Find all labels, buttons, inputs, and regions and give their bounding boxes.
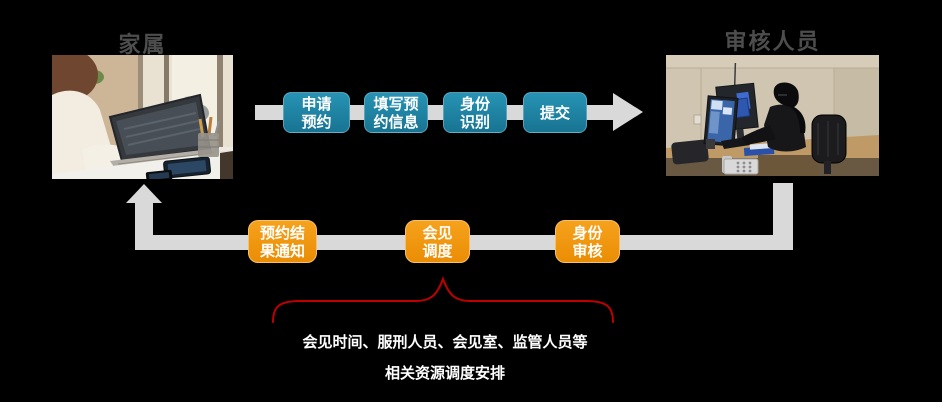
office-chair (811, 114, 847, 174)
smartphone (145, 169, 173, 179)
wall-outlet (693, 114, 702, 125)
annotation-line-2: 相关资源调度安排 (384, 364, 505, 382)
step-meeting-scheduling: 会见 调度 (405, 220, 470, 263)
books (220, 151, 233, 179)
reviewer-photo-illustration (666, 55, 879, 176)
telephone (722, 156, 759, 175)
family-actor-label: 家属 (118, 33, 167, 58)
keyboard (721, 137, 750, 149)
pencil-cup (198, 116, 220, 157)
reviewer-actor-label: 审核人员 (724, 30, 821, 55)
curly-brace-icon (272, 276, 614, 323)
step-apply-appointment: 申请 预约 (283, 92, 350, 133)
family-photo-illustration (52, 55, 233, 179)
step-appointment-result-notice: 预约结 果通知 (248, 220, 317, 263)
step-fill-appointment-info: 填写预 约信息 (364, 92, 428, 133)
front-monitor (703, 95, 739, 147)
return-arrow-up-segment (135, 202, 153, 250)
scheduling-annotation: 会见时间、服刑人员、会见室、监管人员等 相关资源调度安排 (250, 331, 640, 383)
laptop (108, 93, 220, 173)
reviewer-person (742, 82, 806, 152)
left-chair (671, 139, 709, 165)
desk-papers (743, 143, 775, 157)
step-identity-recognition: 身份 识别 (443, 92, 507, 133)
annotation-line-1: 会见时间、服刑人员、会见室、监管人员等 (302, 333, 588, 351)
step-identity-review: 身份 审核 (555, 220, 620, 263)
family-photo (52, 55, 233, 179)
reviewer-photo (666, 55, 879, 176)
pen-cup (706, 139, 715, 149)
desk-cabinet (758, 155, 818, 176)
tablet (163, 156, 212, 179)
forward-arrowhead-icon (613, 93, 643, 131)
return-arrow-down-segment (773, 183, 793, 250)
return-arrowhead-up-icon (126, 184, 162, 203)
step-submit: 提交 (523, 92, 587, 133)
